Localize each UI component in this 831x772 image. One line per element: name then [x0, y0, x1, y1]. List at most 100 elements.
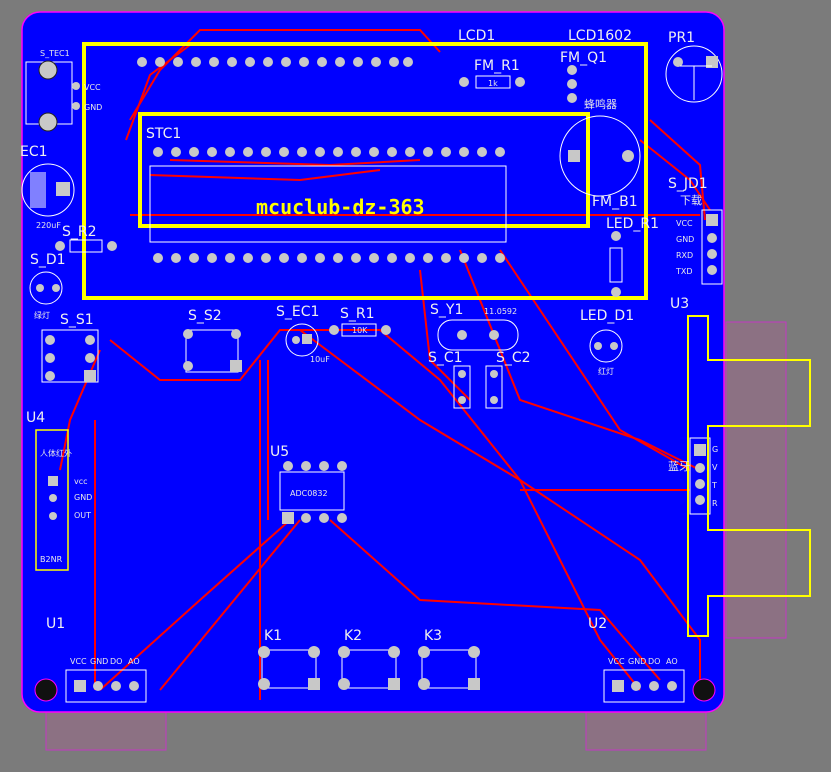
label-s-r2: S_R2: [62, 224, 97, 240]
label-u1-pin-gnd: GND: [90, 657, 108, 666]
label-u3: U3: [670, 296, 689, 312]
label-s-r1-value: 10K: [352, 326, 368, 335]
label-ec1: EC1: [20, 144, 48, 160]
label-u2-pin-vcc: VCC: [608, 657, 625, 666]
fm-b1-buzzer[interactable]: [559, 115, 641, 197]
u4-module[interactable]: [35, 429, 69, 571]
label-s-r1: S_R1: [340, 306, 375, 322]
label-ec1-value: 220uF: [36, 221, 61, 230]
label-u2-pin-gnd: GND: [628, 657, 646, 666]
u3-module-outline: [725, 321, 787, 639]
label-s-ec1: S_EC1: [276, 304, 319, 320]
s-r1-resistor[interactable]: [329, 323, 391, 337]
u1-header[interactable]: [65, 669, 147, 703]
s-s1-switch[interactable]: [41, 329, 99, 383]
label-s-s2: S_S2: [188, 308, 222, 324]
label-k1: K1: [264, 628, 282, 644]
label-u1-pin-vcc: VCC: [70, 657, 87, 666]
label-jd-txd: TXD: [675, 267, 693, 276]
label-fm-r1: FM_R1: [474, 58, 520, 74]
label-lcd1602: LCD1602: [568, 28, 632, 44]
s-jd1-header[interactable]: [701, 209, 723, 285]
fm-r1-resistor[interactable]: [459, 75, 525, 89]
label-u1-pin-ao: AO: [128, 657, 140, 666]
label-u4-gnd: GND: [74, 493, 92, 502]
label-k2: K2: [344, 628, 362, 644]
label-adc0832: ADC0832: [290, 489, 328, 498]
label-crystal-value: 11.0592: [484, 307, 517, 316]
label-s-tec1: S_TEC1: [40, 49, 70, 58]
label-u3-pin-g: G: [712, 445, 718, 454]
label-jd-gnd: GND: [676, 235, 694, 244]
label-fm-q1: FM_Q1: [560, 50, 607, 66]
label-s-d1: S_D1: [30, 252, 66, 268]
label-s-ec1-value: 10uF: [310, 355, 330, 364]
u5-adc0832-chip[interactable]: [279, 461, 347, 524]
label-s-jd1: S_JD1: [668, 176, 708, 192]
label-fm-r1-value: 1k: [488, 79, 498, 88]
label-u4: U4: [26, 410, 45, 426]
s-tec1-switch[interactable]: [25, 60, 80, 132]
label-jd-rxd: RXD: [676, 251, 693, 260]
stc1-chip-outline: [149, 165, 507, 243]
label-tec-vcc: VCC: [84, 83, 101, 92]
stc1-top-pins: [153, 147, 505, 157]
s-s2-button[interactable]: [183, 329, 242, 373]
label-green-light: 绿灯: [34, 310, 50, 320]
label-u3-text: 蓝牙: [668, 460, 690, 473]
label-u4-bottom: B2NR: [40, 555, 63, 564]
led-r1-resistor[interactable]: [609, 231, 623, 297]
s-ec1-capacitor[interactable]: [285, 323, 319, 357]
label-u3-pin-r: R: [712, 499, 718, 508]
u3-header[interactable]: [687, 315, 811, 637]
s-r2-resistor[interactable]: [55, 239, 117, 253]
label-buzzer: 蜂鸣器: [584, 97, 617, 111]
s-c2-capacitor[interactable]: [485, 365, 503, 409]
label-s-s1: S_S1: [60, 312, 94, 328]
label-s-c1: S_C1: [428, 350, 463, 366]
pr1-photoresistor[interactable]: [665, 45, 723, 103]
label-u3-pin-t: T: [711, 481, 717, 490]
k1-button[interactable]: [258, 646, 320, 690]
label-u4-top: 人体红外: [40, 448, 72, 458]
board-title: mcuclub-dz-363: [256, 195, 425, 219]
k3-button[interactable]: [418, 646, 480, 690]
label-u3-pin-v: V: [712, 463, 718, 472]
copper-traces: [59, 29, 711, 700]
label-jd-vcc: VCC: [676, 219, 693, 228]
s-c1-capacitor[interactable]: [453, 365, 471, 409]
s-y1-crystal[interactable]: [437, 319, 519, 351]
k2-button[interactable]: [338, 646, 400, 690]
label-u2-pin-ao: AO: [666, 657, 678, 666]
lcd-pin-row: [137, 57, 413, 67]
label-u4-out: OUT: [74, 511, 91, 520]
label-u1: U1: [46, 616, 65, 632]
mounting-holes: [34, 678, 716, 702]
label-tec-gnd: GND: [84, 103, 102, 112]
label-red-light: 红灯: [598, 366, 614, 376]
s-d1-led[interactable]: [29, 271, 63, 305]
label-led-r1: LED_R1: [606, 216, 659, 232]
label-u1-pin-do: DO: [110, 657, 122, 666]
label-stc1: STC1: [146, 126, 181, 142]
label-pr1: PR1: [668, 30, 695, 46]
u2-header[interactable]: [603, 669, 685, 703]
fm-q1-transistor[interactable]: [567, 65, 577, 103]
label-u2-pin-do: DO: [648, 657, 660, 666]
led-d1-led[interactable]: [589, 329, 623, 363]
label-download: 下载: [680, 194, 702, 207]
label-u2: U2: [588, 616, 607, 632]
label-s-c2: S_C2: [496, 350, 531, 366]
stc1-silkscreen-frame: [138, 112, 590, 228]
stc1-bottom-pins: [153, 253, 505, 263]
label-s-y1: S_Y1: [430, 302, 463, 318]
ec1-capacitor[interactable]: [21, 163, 75, 217]
label-led-d1: LED_D1: [580, 308, 634, 324]
label-u4-vcc: vcc: [74, 477, 88, 486]
lcd1602-silkscreen-frame: [82, 42, 648, 300]
label-k3: K3: [424, 628, 442, 644]
label-lcd1: LCD1: [458, 28, 495, 44]
board-copper: [21, 11, 725, 713]
